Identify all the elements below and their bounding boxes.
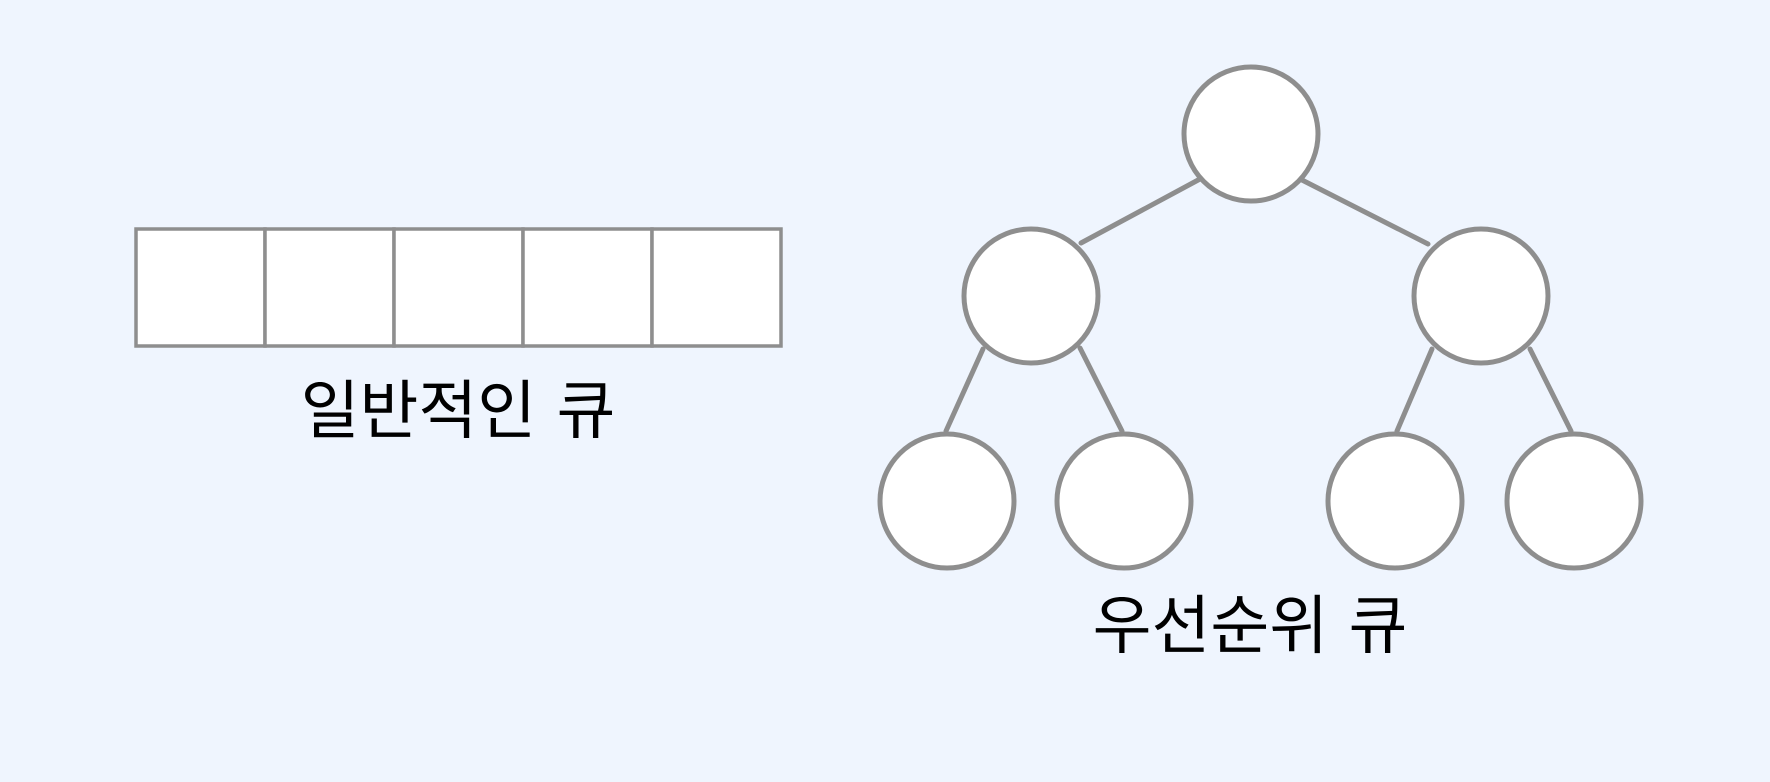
tree-node-leaf-1: [877, 431, 1017, 571]
queue-cell-4: [521, 227, 654, 348]
queue-array: [134, 227, 783, 348]
edge-left-leaf1: [943, 346, 986, 434]
queue-caption: 일반적인 큐: [300, 375, 616, 449]
tree-node-right: [1411, 226, 1551, 366]
edge-right-leaf4: [1527, 346, 1574, 434]
priority-queue-caption: 우선순위 큐: [1092, 590, 1408, 664]
queue-cell-2: [263, 227, 396, 348]
queue-cell-5: [650, 227, 783, 348]
tree-node-left: [961, 226, 1101, 366]
edge-root-right: [1299, 177, 1431, 247]
tree-nodes: [877, 64, 1644, 571]
priority-queue-tree: [877, 64, 1644, 571]
edge-left-leaf2: [1077, 345, 1125, 434]
tree-node-leaf-2: [1054, 431, 1194, 571]
queue-cell-1: [134, 227, 267, 348]
tree-edges: [943, 176, 1574, 434]
edge-root-left: [1078, 176, 1203, 246]
tree-node-leaf-4: [1504, 431, 1644, 571]
tree-node-root: [1181, 64, 1321, 204]
edge-right-leaf3: [1394, 346, 1435, 434]
tree-node-leaf-3: [1325, 431, 1465, 571]
queue-cell-3: [392, 227, 525, 348]
